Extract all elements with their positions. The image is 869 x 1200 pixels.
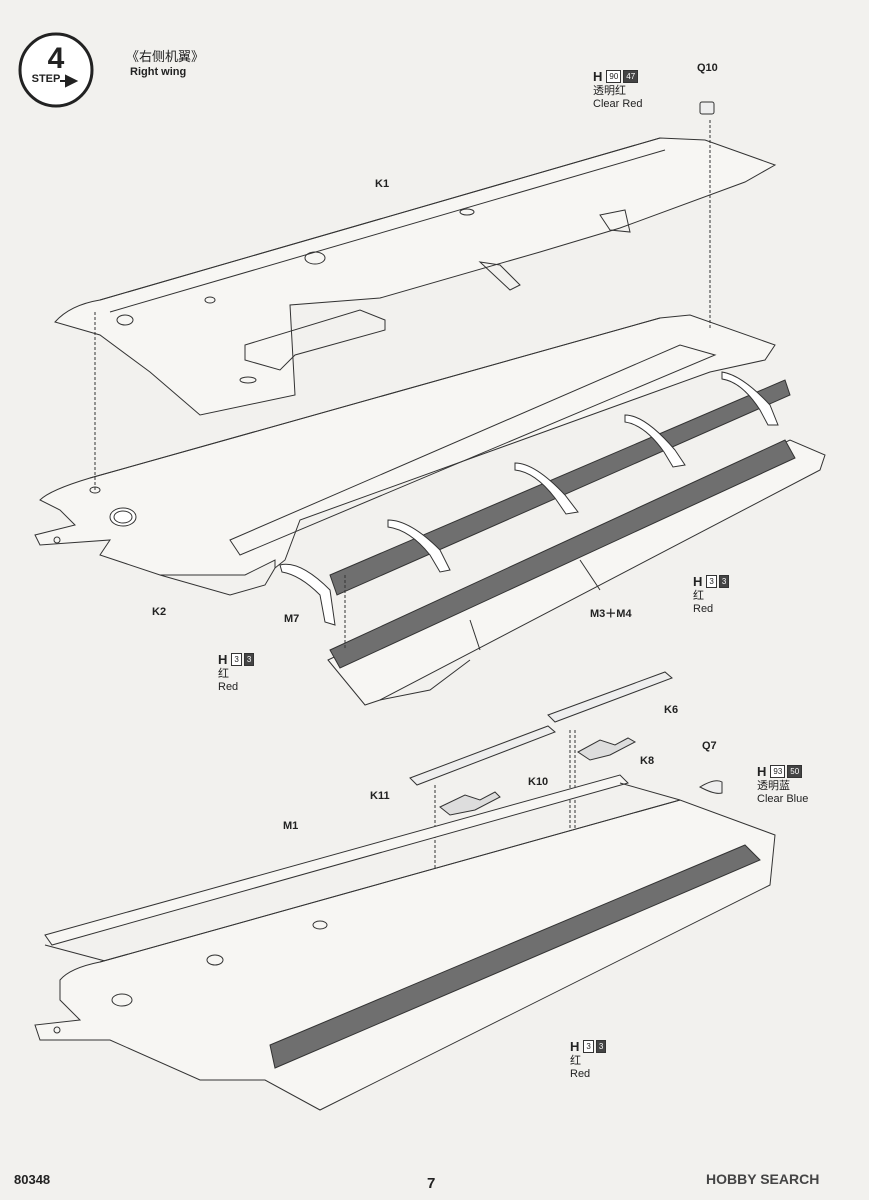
paint-name-en: Clear Blue (757, 793, 809, 805)
label-m1: M1 (283, 820, 299, 832)
watermark: HOBBY SEARCH (706, 1171, 820, 1187)
paint-code-2: 3 (595, 1040, 607, 1053)
q10-part (699, 101, 715, 115)
red-strip-lower (329, 439, 796, 669)
paint-name-cn: 透明红 (593, 85, 626, 97)
label-k8: K8 (640, 755, 655, 767)
page-number: 7 (427, 1175, 436, 1192)
step-number: 4 (48, 42, 65, 75)
step-word: STEP (32, 73, 61, 85)
step-title-cn: 《右侧机翼》 (126, 49, 205, 64)
paint-code-1: 3 (706, 575, 717, 588)
paint-code-2: 3 (718, 575, 730, 588)
paint-name-cn: 红 (693, 590, 704, 602)
step-badge: 4 STEP (18, 32, 94, 108)
airplane-icon (60, 74, 79, 88)
paint-code-2: 50 (787, 765, 803, 778)
k11-part (409, 725, 556, 786)
red-strip-bottom (269, 844, 761, 1069)
paint-name-en: Clear Red (593, 98, 643, 110)
paint-code-2: 47 (623, 70, 639, 83)
paint-code-1: 3 (231, 653, 242, 666)
paint-name-cn: 透明蓝 (757, 780, 790, 792)
label-k6: K6 (664, 704, 679, 716)
k1-upper-wing-part (54, 137, 777, 416)
m1-part (44, 774, 629, 946)
k2-lower-wing-part (34, 314, 776, 576)
bottom-wing-part (34, 799, 776, 1111)
paint-brand-letter: H (218, 652, 228, 667)
paint-brand-letter: H (757, 764, 767, 779)
label-m3-m4: M3＋M4 (590, 608, 632, 620)
paint-code-2: 3 (243, 653, 255, 666)
paint-brand-letter: H (570, 1039, 580, 1054)
label-k10: K10 (528, 776, 549, 788)
label-k1: K1 (375, 178, 390, 190)
paint-name-cn: 红 (570, 1055, 581, 1067)
step-title-en: Right wing (130, 66, 187, 78)
paint-code-1: 3 (583, 1040, 594, 1053)
paint-brand-letter: H (693, 574, 703, 589)
label-q10: Q10 (697, 62, 718, 74)
label-q7: Q7 (702, 740, 717, 752)
flap-assembly (327, 439, 826, 706)
paint-name-en: Red (218, 681, 239, 693)
paint-name-cn: 红 (218, 668, 229, 680)
k10-part (439, 791, 501, 816)
label-m7: M7 (284, 613, 300, 625)
label-k2: K2 (152, 606, 167, 618)
product-code: 80348 (14, 1172, 51, 1187)
red-strip-upper (329, 379, 791, 596)
paint-name-en: Red (570, 1068, 591, 1080)
label-k11: K11 (370, 790, 390, 802)
k8-part (577, 737, 637, 761)
k6-part (547, 671, 673, 723)
paint-name-en: Red (693, 603, 714, 615)
paint-code-1: 90 (606, 70, 622, 83)
q7-part (698, 780, 723, 794)
paint-brand-letter: H (593, 69, 603, 84)
paint-code-1: 93 (770, 765, 786, 778)
